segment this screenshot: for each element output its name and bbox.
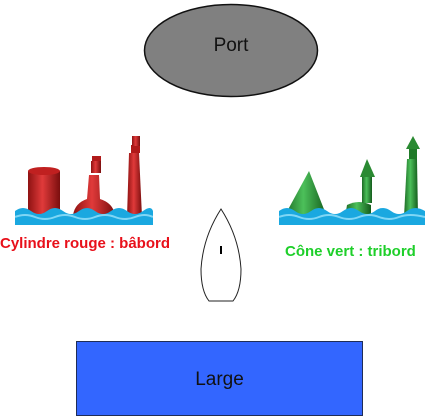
large-label: Large bbox=[195, 369, 244, 390]
green-cone-buoys-icon bbox=[279, 136, 425, 225]
large-rectangle bbox=[76, 341, 363, 416]
green-buoy-caption: Cône vert : tribord bbox=[285, 243, 416, 260]
port-ellipse bbox=[143, 3, 319, 98]
port-label: Port bbox=[213, 35, 249, 56]
sailboat-hull-icon bbox=[200, 208, 242, 302]
red-cylinder-buoys-icon bbox=[15, 136, 153, 225]
red-buoy-caption: Cylindre rouge : bâbord bbox=[0, 235, 171, 252]
